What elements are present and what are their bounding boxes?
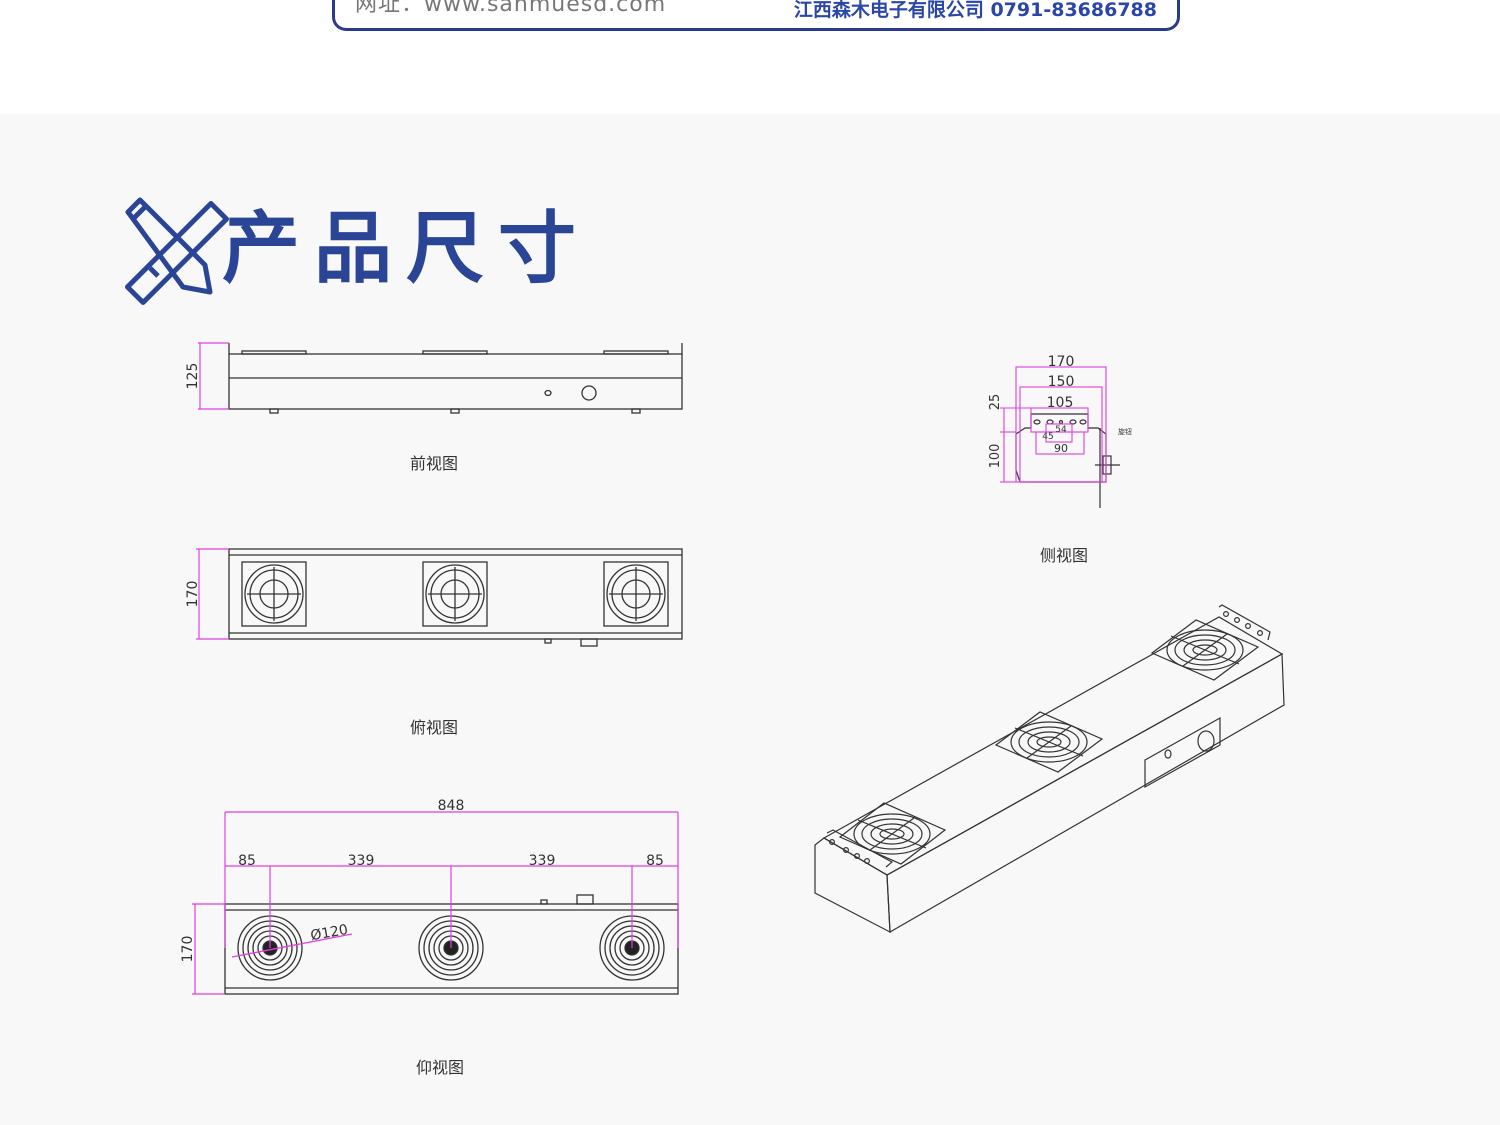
- bottom-dim-total: 848: [438, 798, 465, 814]
- side-knob-label: 旋钮: [1118, 427, 1132, 436]
- side-dim-150: 150: [1048, 374, 1075, 390]
- front-view: [228, 343, 683, 414]
- bottom-view-caption: 仰视图: [416, 1058, 465, 1077]
- bottom-dim-fan: Ø120: [309, 922, 349, 944]
- isometric-view: [814, 604, 1285, 934]
- side-view: [1015, 413, 1120, 508]
- front-view-caption: 前视图: [410, 454, 459, 473]
- iso-fan-1: [838, 802, 947, 865]
- bottom-dim-d: 85: [646, 853, 664, 869]
- bottom-dim-depth: 170: [180, 936, 196, 963]
- top-fan-3: [603, 561, 669, 627]
- front-dim-height: 125: [185, 363, 201, 390]
- side-dim-105: 105: [1047, 395, 1074, 411]
- side-view-dimensions: [1000, 366, 1107, 483]
- banner-box: 网址：www.sanmuesd.com 江西森木电子有限公司 0791-8368…: [332, 0, 1180, 31]
- side-dim-90: 90: [1054, 442, 1068, 455]
- bottom-dim-c: 339: [529, 853, 556, 869]
- front-view-dimension: [198, 342, 229, 410]
- bottom-dim-b: 339: [348, 853, 375, 869]
- side-view-caption: 侧视图: [1040, 546, 1089, 565]
- bottom-dim-a: 85: [238, 853, 256, 869]
- section-title: 产品尺寸: [222, 204, 591, 294]
- top-fan-2: [422, 561, 488, 627]
- side-dim-25: 25: [988, 394, 1003, 411]
- company-info: 江西森木电子有限公司 0791-83686788: [793, 0, 1157, 21]
- side-dim-54: 54: [1055, 425, 1067, 435]
- top-view-caption: 俯视图: [410, 718, 459, 737]
- website-url: 网址：www.sanmuesd.com: [355, 0, 667, 17]
- side-dim-170: 170: [1048, 354, 1075, 370]
- iso-fan-2: [994, 711, 1104, 773]
- top-fan-1: [241, 561, 307, 627]
- pencil-ruler-icon: [125, 197, 229, 305]
- top-view: [228, 548, 683, 647]
- side-dim-45: 45: [1042, 432, 1053, 442]
- bottom-view-dimensions: [192, 811, 679, 995]
- top-view-dimension: [196, 548, 229, 640]
- iso-fan-3: [1150, 619, 1260, 681]
- top-banner: 网址：www.sanmuesd.com 江西森木电子有限公司 0791-8368…: [0, 0, 1500, 114]
- top-dim-depth: 170: [185, 581, 201, 608]
- side-dim-100: 100: [988, 444, 1003, 469]
